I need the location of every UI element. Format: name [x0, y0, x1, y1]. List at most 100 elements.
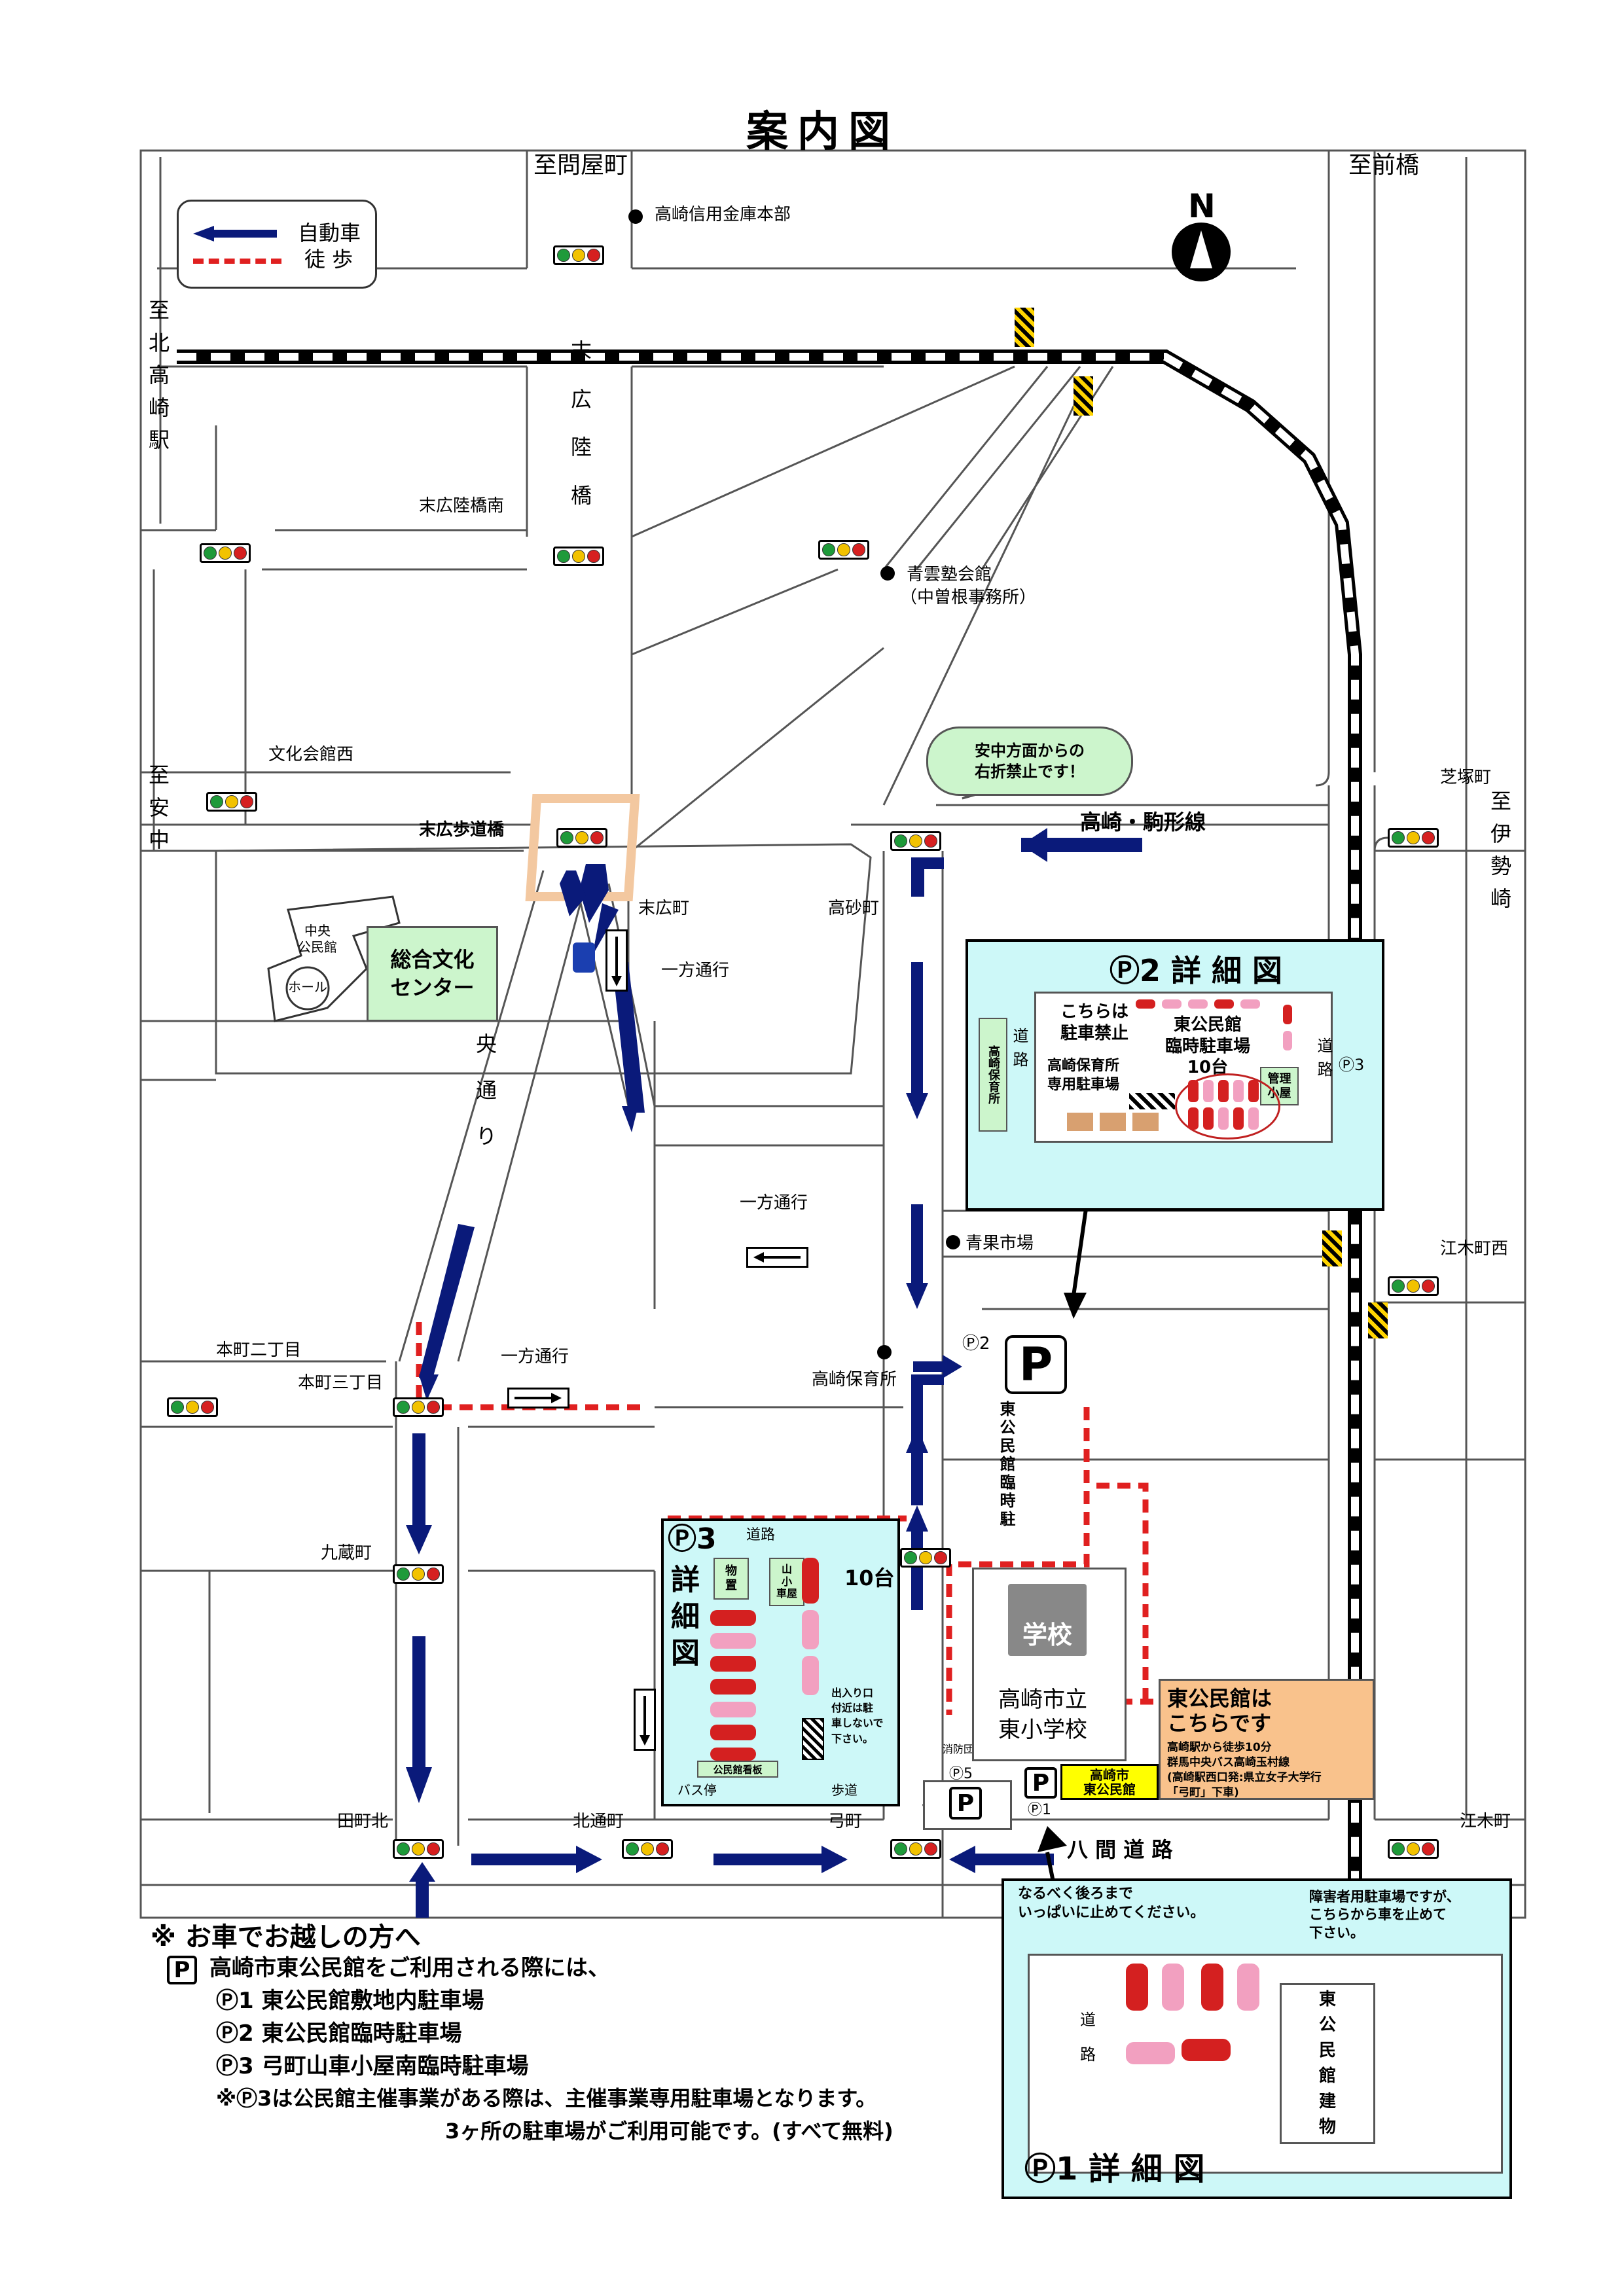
- oneway-label: 一方通行: [740, 1193, 808, 1213]
- p2-nursery-box: 高崎保育所: [979, 1018, 1007, 1132]
- p3-board-box: 公民館看板: [697, 1761, 778, 1778]
- p1-detail-title: Ⓟ1 詳 細 図: [1024, 2151, 1205, 2187]
- p1-lot: [1028, 1954, 1503, 2174]
- p3-sidewalk: 歩道: [831, 1782, 857, 1798]
- label-egi-nishi: 江木町西: [1440, 1239, 1509, 1259]
- label-suehiro-south: 末広陸橋南: [419, 496, 505, 516]
- car-icon: [710, 1679, 756, 1695]
- direction-tokitatakasaki: 至北高崎駅: [148, 298, 170, 453]
- label-tamachi-kita: 田町北: [337, 1812, 389, 1831]
- bunka-center-box: 総合文化 センター: [367, 926, 498, 1022]
- landmark-dot-icon: [880, 566, 895, 581]
- notes-summary: 3ヶ所の駐車場がご利用可能です。(すべて無料): [445, 2119, 893, 2144]
- kominkan-sign-label: 高崎市 東公民館: [1083, 1767, 1136, 1797]
- p1-note-left: なるべく後ろまで いっぱいに止めてください。: [1018, 1886, 1205, 1921]
- p3-yamaguruma-label: 山 小 車屋: [776, 1563, 797, 1600]
- label-motomachi3: 本町三丁目: [298, 1373, 384, 1393]
- label-shibatsuka: 芝塚町: [1440, 768, 1492, 787]
- landmark-chuo-kominkan: 中央 公民館: [298, 923, 337, 955]
- p3-monooki-label: 物 置: [725, 1564, 737, 1592]
- car-icon: [802, 1558, 819, 1604]
- car-icon: [710, 1748, 756, 1761]
- hatched-zone-icon: [1129, 1093, 1175, 1109]
- car-icon: [1240, 999, 1260, 1009]
- landmark-nursery: 高崎保育所: [812, 1370, 897, 1390]
- railway-crossing-icon: [1322, 1230, 1342, 1266]
- traffic-signal-icon: [200, 543, 251, 563]
- car-icon: [710, 1633, 756, 1649]
- parking-sign-p2[interactable]: P: [1005, 1335, 1067, 1394]
- car-icon: [1218, 1107, 1229, 1130]
- p2-p3-label: Ⓟ3: [1339, 1056, 1365, 1074]
- p3-notice: 出入り口 付近は駐 車しないで 下さい。: [831, 1687, 884, 1745]
- house-icon: [1100, 1113, 1126, 1131]
- car-icon: [1248, 1080, 1259, 1102]
- traffic-signal-icon: [890, 831, 941, 851]
- landmark-hall: ホール: [288, 979, 327, 995]
- traffic-signal-icon: [553, 245, 604, 265]
- direction-toannaka: 至安中: [148, 762, 170, 853]
- oneway-sign-icon: [507, 1388, 569, 1408]
- p2-nursery-lot: 高崎保育所 専用駐車場: [1047, 1058, 1120, 1093]
- car-icon: [802, 1656, 819, 1695]
- notes-item-2: Ⓟ2 東公民館臨時駐車場: [216, 2020, 462, 2047]
- car-icon: [1283, 1031, 1292, 1050]
- oneway-sign-icon: [605, 929, 628, 992]
- landmark-shinkin: 高崎信用金庫本部: [655, 205, 791, 224]
- car-icon: [1188, 1107, 1199, 1130]
- school-icon: 学校: [1008, 1584, 1087, 1656]
- callout-text: 安中方面からの 右折禁止です！: [975, 741, 1085, 781]
- traffic-signal-icon: [167, 1397, 218, 1417]
- compass-icon: [1172, 223, 1231, 281]
- landmark-seiun: 青雲塾会館: [907, 565, 992, 584]
- car-icon: [1214, 999, 1234, 1009]
- traffic-signal-icon: [393, 1839, 444, 1859]
- school-name: 高崎市立 東小学校: [998, 1687, 1087, 1743]
- house-icon: [1067, 1113, 1093, 1131]
- school-badge: 学校: [1022, 1621, 1072, 1649]
- arrival-body: 高崎駅から徒歩10分 群馬中央バス高崎玉村線 (高崎駅西口発:県立女子大学行 「…: [1167, 1740, 1322, 1799]
- landmark-seiun-sub: （中曽根事務所）: [900, 588, 1037, 607]
- traffic-signal-icon: [1388, 1276, 1439, 1296]
- p2-lot-label: 東公民館 臨時駐車場 10台: [1165, 1015, 1251, 1077]
- car-icon: [1162, 1964, 1184, 2011]
- car-icon: [1233, 1080, 1244, 1102]
- car-icon: [1218, 1080, 1229, 1102]
- car-icon: [1283, 1005, 1292, 1024]
- label-egi: 江木町: [1460, 1812, 1511, 1831]
- label-motomachi2: 本町二丁目: [216, 1340, 302, 1360]
- oneway-sign-icon: [634, 1689, 656, 1751]
- p2-road-left: 道路: [1010, 1028, 1028, 1075]
- traffic-signal-icon: [818, 540, 869, 560]
- street-hachiken: 八 間 道 路: [1067, 1837, 1173, 1862]
- car-icon: [1188, 999, 1208, 1009]
- p3-count: 10台: [844, 1566, 895, 1590]
- notes-heading: ※ お車でお越しの方へ: [151, 1922, 421, 1952]
- notes-caution: ※Ⓟ3は公民館主催事業がある際は、主催事業専用駐車場となります。: [216, 2086, 877, 2111]
- car-icon: [1237, 1964, 1259, 2011]
- p3-bus: バス停: [677, 1782, 717, 1798]
- parking-sign-p1[interactable]: P: [1024, 1767, 1057, 1799]
- landmark-dot-icon: [946, 1235, 960, 1249]
- p3-monooki-box: 物 置: [713, 1558, 749, 1600]
- temp-lot-vertical: 東公民館臨時駐: [997, 1401, 1015, 1529]
- p2-map-label: Ⓟ2: [962, 1334, 990, 1354]
- hatched-zone-icon: [802, 1718, 824, 1760]
- traffic-signal-icon: [622, 1839, 673, 1859]
- traffic-signal-icon: [1388, 1839, 1439, 1859]
- traffic-signal-icon: [900, 1548, 951, 1568]
- house-icon: [1132, 1113, 1159, 1131]
- p2-road-right: 道路: [1314, 1037, 1333, 1085]
- traffic-signal-icon: [1388, 828, 1439, 848]
- car-icon: [710, 1725, 756, 1740]
- car-icon: [1188, 1080, 1199, 1102]
- car-icon: [710, 1702, 756, 1717]
- car-icon: [1126, 2042, 1175, 2064]
- compass-label: N: [1188, 187, 1216, 225]
- direction-tomaebashi: 至前橋: [1348, 152, 1420, 179]
- traffic-signal-icon: [393, 1397, 444, 1417]
- p1-building-label: 東 公 民 館 建 物: [1318, 1990, 1336, 2137]
- p1-map-label: Ⓟ1: [1028, 1802, 1051, 1818]
- parking-sign-p5[interactable]: P: [949, 1787, 982, 1820]
- traffic-signal-icon: [393, 1564, 444, 1584]
